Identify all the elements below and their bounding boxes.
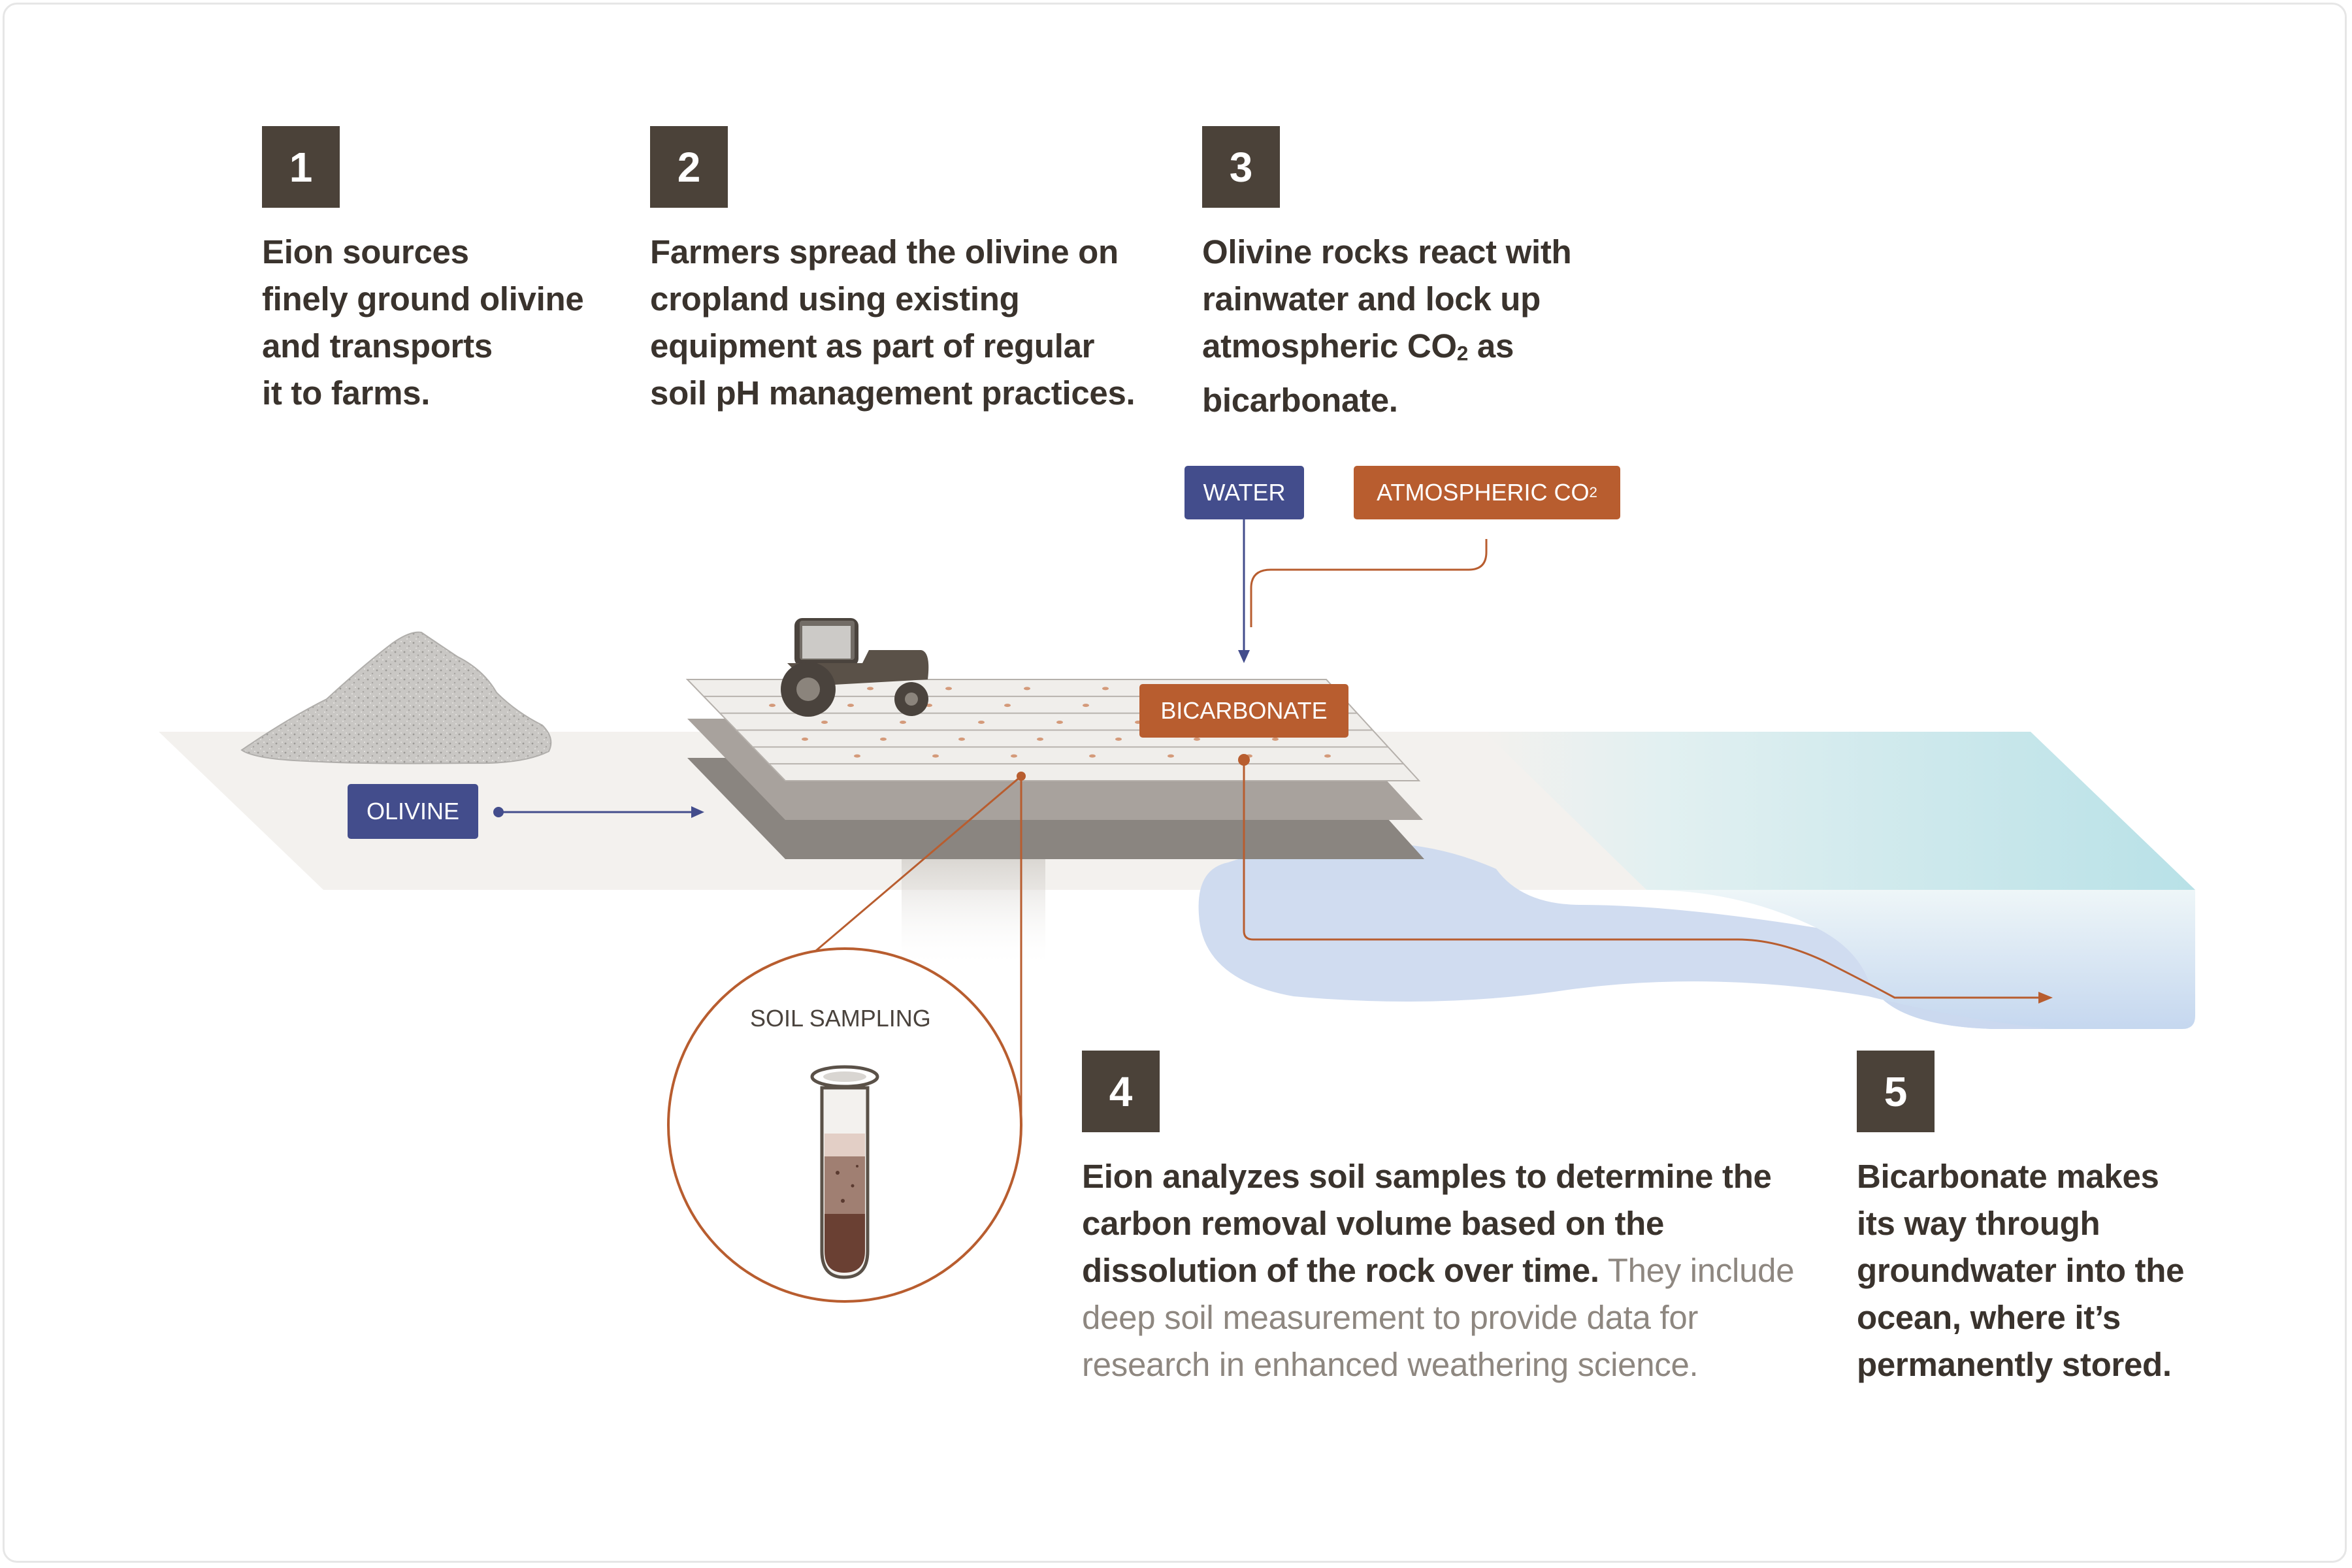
field-seed-dot [1056,721,1063,724]
bicarbonate-flow-line [1243,760,2038,999]
step-3-line: atmospheric CO2 as [1202,323,1571,377]
field-seed-dot [1102,687,1109,691]
field-seed-dot [1004,704,1011,708]
step-1-line: it to farms. [262,374,431,412]
field-seed-dot [1168,754,1174,758]
step-4-line: Eion analyzes soil samples to determine … [1082,1158,1772,1195]
step-5-badge: 5 [1857,1051,1935,1132]
atmospheric-co2-subscript: 2 [1589,484,1597,500]
bicarbonate-tag: BICARBONATE [1139,684,1348,738]
field-seed-dot [1194,737,1200,741]
field-seed-dot [821,721,828,724]
field-seed-dot [802,737,808,741]
field-seed-dot [847,704,854,708]
field-seed-dot [978,721,985,724]
step-5-text: Bicarbonate makes its way through ground… [1857,1153,2184,1388]
field-seed-dot [1083,704,1089,708]
step-3-suffix: as [1468,327,1514,365]
field-seed-dot [1024,687,1030,691]
step-5-line: groundwater into the [1857,1252,2185,1289]
step-2-line: Farmers spread the olivine on [650,233,1119,270]
co2-connector-line [1250,539,1488,627]
step-5-line: Bicarbonate makes [1857,1158,2159,1195]
step-5-line: permanently stored. [1857,1346,2172,1383]
olivine-tag: OLIVINE [348,784,478,839]
step-4-line: dissolution of the rock over time. They … [1082,1247,1795,1294]
step-3-line: rainwater and lock up [1202,280,1541,318]
step-2-text: Farmers spread the olivine on cropland u… [650,229,1135,417]
field-seed-dot [880,737,887,741]
field-seed-dot [1272,737,1279,741]
groundwater-pool [1198,843,2051,1029]
tractor-icon [781,618,929,717]
step-1-line: and transports [262,327,493,365]
field-seed-dot [958,737,965,741]
field-seed-dot [900,721,906,724]
step-5-line: ocean, where it’s [1857,1299,2121,1336]
ocean-surface [1484,732,2195,890]
step-2-line: soil pH management practices. [650,374,1135,412]
olivine-arrow-head [691,806,704,818]
step-3-text: Olivine rocks react with rainwater and l… [1202,229,1572,424]
field-seed-dot [1324,754,1331,758]
step-5-line: its way through [1857,1205,2100,1242]
step-4-text: Eion analyzes soil samples to determine … [1082,1153,1795,1388]
water-arrow-head [1238,650,1250,663]
co2-subscript: 2 [1456,341,1469,365]
step-2-line: equipment as part of regular [650,327,1095,365]
olivine-pile [240,631,552,764]
bicarbonate-flow-head [2038,992,2053,1004]
step-4-line: carbon removal volume based on the [1082,1205,1665,1242]
card-frame [3,3,2347,1563]
atmospheric-co2-label: ATMOSPHERIC CO [1377,479,1590,506]
step-4-muted-text: They include [1599,1252,1795,1289]
step-3-line: bicarbonate. [1202,381,1398,419]
field-seed-dots [769,687,1331,758]
field-shadow [902,859,1045,970]
water-tag: WATER [1184,466,1304,519]
field-seed-dot [867,687,874,691]
step-2-line: cropland using existing [650,280,1020,318]
step-4-badge: 4 [1082,1051,1160,1132]
field-seed-dot [932,754,939,758]
step-4-strong-text: dissolution of the rock over time. [1082,1252,1599,1289]
step-1-text: Eion sources finely ground olivine and t… [262,229,584,417]
step-2-badge: 2 [650,126,728,208]
step-1-badge: 1 [262,126,340,208]
field-seed-dot [1037,737,1043,741]
step-4-muted-line: research in enhanced weathering science. [1082,1346,1699,1383]
step-3-co2-text: atmospheric CO [1202,327,1457,365]
field-seed-dot [769,704,776,708]
step-1-line: finely ground olivine [262,280,584,318]
step-1-line: Eion sources [262,233,469,270]
test-tube-icon [810,1065,879,1279]
step-3-line: Olivine rocks react with [1202,233,1572,270]
step-4-muted-line: deep soil measurement to provide data fo… [1082,1299,1699,1336]
field-seed-dot [1011,754,1017,758]
ocean-side [1646,890,2195,1029]
field-seed-dot [1115,737,1122,741]
soil-sampling-label: SOIL SAMPLING [750,1005,931,1032]
field-seed-dot [1089,754,1096,758]
step-3-badge: 3 [1202,126,1280,208]
field-seed-dot [854,754,860,758]
field-seed-dot [945,687,952,691]
